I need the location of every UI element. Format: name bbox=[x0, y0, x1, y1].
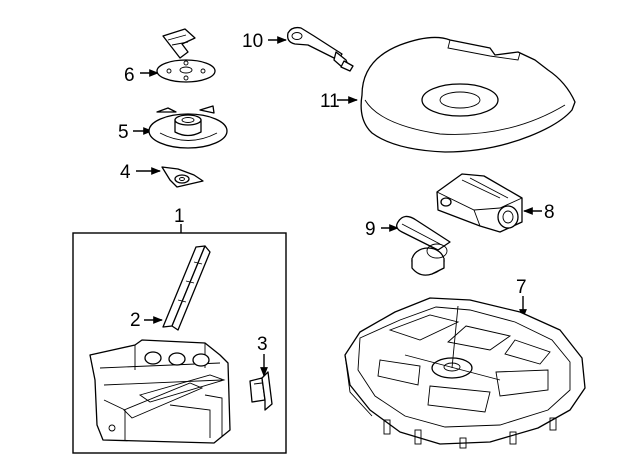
leader-lines bbox=[133, 36, 542, 377]
callout-11: 11 bbox=[320, 91, 340, 112]
callout-9: 9 bbox=[365, 219, 376, 240]
part-1-jack bbox=[89, 339, 231, 444]
callout-5: 5 bbox=[118, 122, 129, 143]
part-11-cover bbox=[360, 36, 576, 153]
jack-assembly-frame bbox=[72, 232, 287, 454]
callout-3: 3 bbox=[257, 334, 268, 355]
callout-8: 8 bbox=[544, 202, 555, 223]
callout-2: 2 bbox=[130, 310, 141, 331]
part-5-base-plate bbox=[148, 105, 228, 149]
callout-6: 6 bbox=[124, 65, 135, 86]
part-9-strap bbox=[396, 215, 451, 276]
callout-10: 10 bbox=[242, 31, 263, 52]
part-10-wrench bbox=[287, 26, 354, 72]
part-2-jack-handle bbox=[162, 245, 211, 331]
part-7-tray bbox=[344, 297, 586, 449]
part-3-plug bbox=[249, 371, 273, 411]
part-4-clip bbox=[161, 166, 204, 188]
callout-7: 7 bbox=[516, 277, 527, 298]
callout-4: 4 bbox=[120, 162, 131, 183]
part-8-bracket bbox=[436, 173, 523, 233]
part-6-jack-pad bbox=[156, 28, 216, 83]
callout-1: 1 bbox=[174, 206, 185, 227]
